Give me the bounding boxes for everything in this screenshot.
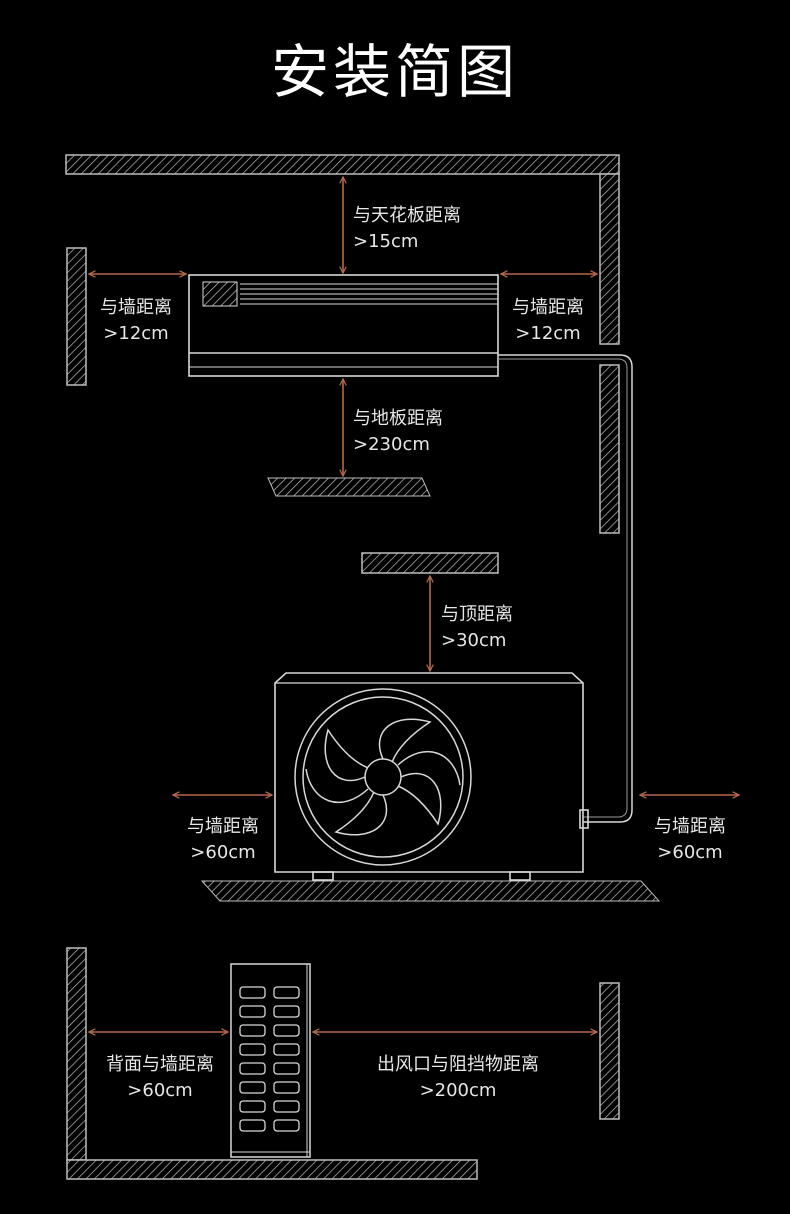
fan-icon: [294, 688, 472, 866]
indoor-unit: [188, 274, 499, 377]
outdoor-unit: [274, 672, 589, 881]
ceiling-label: 与天花板距离: [353, 205, 461, 226]
refrigerant-pipe: [498, 354, 633, 823]
floor-label: 与地板距离: [353, 408, 443, 429]
back-wall-label: 背面与墙距离: [106, 1054, 214, 1075]
outdoor-ground: [200, 880, 661, 902]
left-wall-outdoor-value: >60cm: [190, 842, 255, 863]
outlet-value: >200cm: [420, 1080, 497, 1101]
right-wall-outdoor-label: 与墙距离: [654, 816, 726, 837]
left-wall-indoor-value: >12cm: [103, 323, 168, 344]
outdoor-unit-side: [230, 963, 311, 1158]
side-ground: [66, 1159, 478, 1180]
left-wall-outdoor-label: 与墙距离: [187, 816, 259, 837]
page-title: 安装简图: [271, 38, 519, 106]
right-wall-lower: [599, 364, 620, 534]
back-wall: [66, 947, 87, 1161]
left-wall-indoor-label: 与墙距离: [100, 297, 172, 318]
top-value: >30cm: [441, 630, 506, 651]
refrigerant-pipe-inner: [498, 358, 628, 818]
ceiling-value: >15cm: [353, 231, 418, 252]
ceiling-wall: [65, 154, 620, 175]
floor-marker: [267, 477, 431, 497]
back-wall-value: >60cm: [127, 1080, 192, 1101]
side-vent-grille: [239, 986, 300, 1132]
left-wall-indoor: [66, 247, 87, 386]
obstacle-wall: [599, 982, 620, 1120]
top-obstacle: [361, 552, 499, 574]
right-wall-upper: [599, 173, 620, 345]
right-wall-outdoor-value: >60cm: [657, 842, 722, 863]
right-wall-indoor-value: >12cm: [515, 323, 580, 344]
outlet-label: 出风口与阻挡物距离: [377, 1054, 539, 1075]
floor-value: >230cm: [353, 434, 430, 455]
top-label: 与顶距离: [441, 604, 513, 625]
right-wall-indoor-label: 与墙距离: [512, 297, 584, 318]
